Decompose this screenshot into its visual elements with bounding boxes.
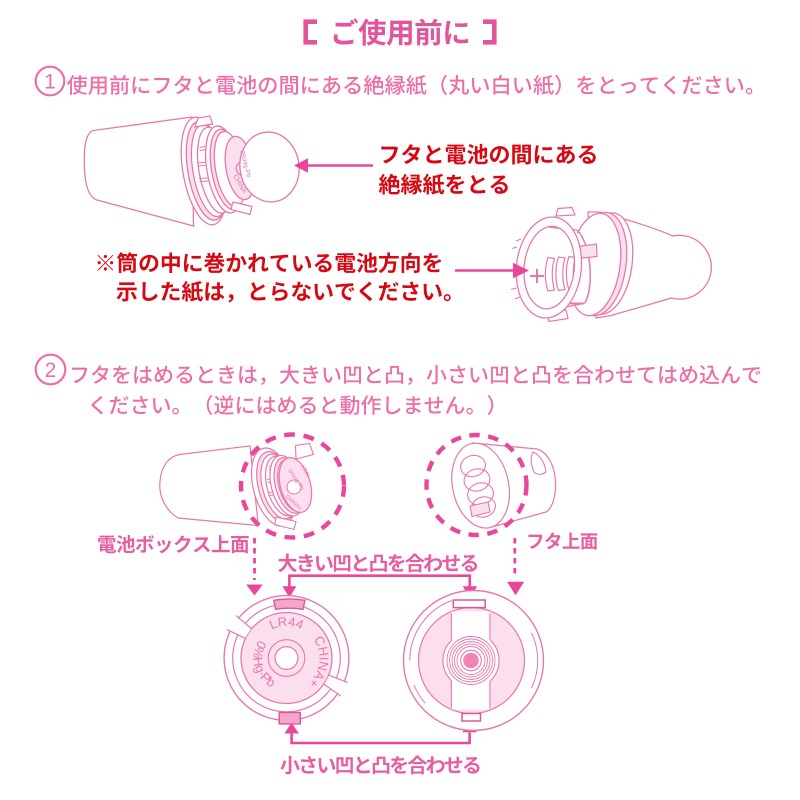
svg-text:1: 1 [44, 71, 56, 94]
svg-text:LR44: LR44 [299, 464, 310, 478]
svg-text:2: 2 [45, 359, 57, 382]
